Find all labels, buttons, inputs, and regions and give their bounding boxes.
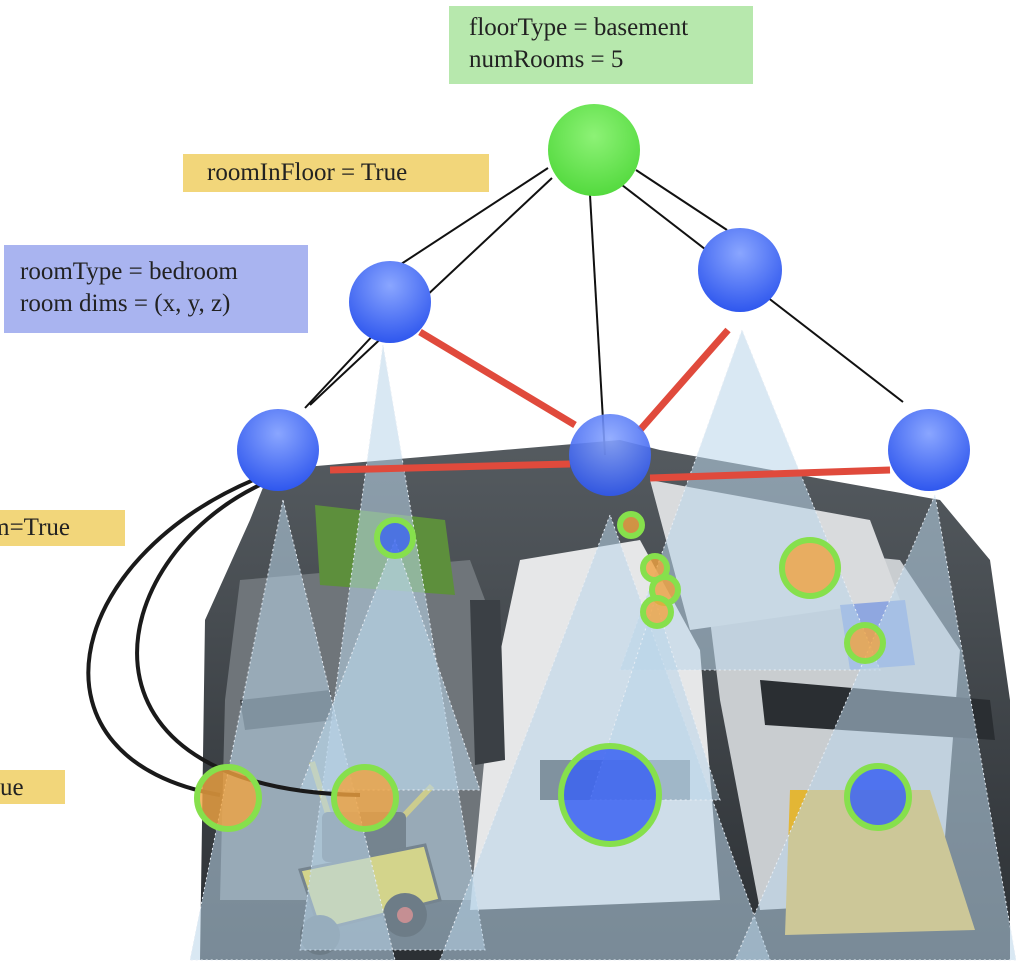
room-nodes [237,228,970,496]
edge-floor-room-d [635,169,728,231]
object-node-9 [331,764,399,832]
adjacency-edge-2 [637,327,731,433]
hierarchy-edges [304,167,904,456]
robot-relation-text: ue [0,774,24,801]
object-nodes [194,511,912,847]
object-node-5 [640,595,674,629]
robot-relation-label: ue [0,770,65,804]
room-in-floor-text: roomInFloor = True [207,159,408,186]
adjacency-edge-4 [649,466,891,482]
room-node-4 [569,414,651,496]
num-rooms-text: numRooms = 5 [469,46,624,73]
room-node-1 [349,261,431,343]
floor-type-text: floorType = basement [469,14,689,41]
curve-to-object-left [86,476,259,797]
edge-room-left [304,329,379,409]
view-cone-obj-1 [299,538,481,791]
room-node-3 [237,409,319,491]
object-node-7 [844,622,886,664]
room-attributes-label: roomType = bedroom room dims = (x, y, z) [4,245,308,333]
adjacency-edges [329,327,891,482]
adjacency-edge-3 [329,460,571,474]
object-node-1 [374,517,416,559]
view-cones [189,328,1016,961]
adjacency-edge-1 [418,328,577,429]
room-in-floor-label: roomInFloor = True [183,154,489,192]
room-dims-text: room dims = (x, y, z) [20,290,231,317]
object-node-10 [558,743,662,847]
object-node-11 [844,763,912,831]
object-in-room-text: m=True [0,514,70,541]
edge-floor-room-a [394,167,549,269]
view-cone-room-3 [439,513,771,961]
object-node-2 [617,511,645,539]
view-cone-room-4 [734,493,1016,961]
object-node-8 [194,764,262,832]
floor-node [548,104,640,196]
object-node-6 [779,537,841,599]
floor-attributes-label: floorType = basement numRooms = 5 [449,6,753,84]
edge-floor-room-c [589,194,606,456]
room-node-2 [698,228,782,312]
inner-wall-1 [470,600,505,765]
object-in-room-label: m=True [0,510,125,546]
room-node-5 [888,409,970,491]
room-type-text: roomType = bedroom [20,258,238,285]
edge-floor-room-b [309,177,553,406]
